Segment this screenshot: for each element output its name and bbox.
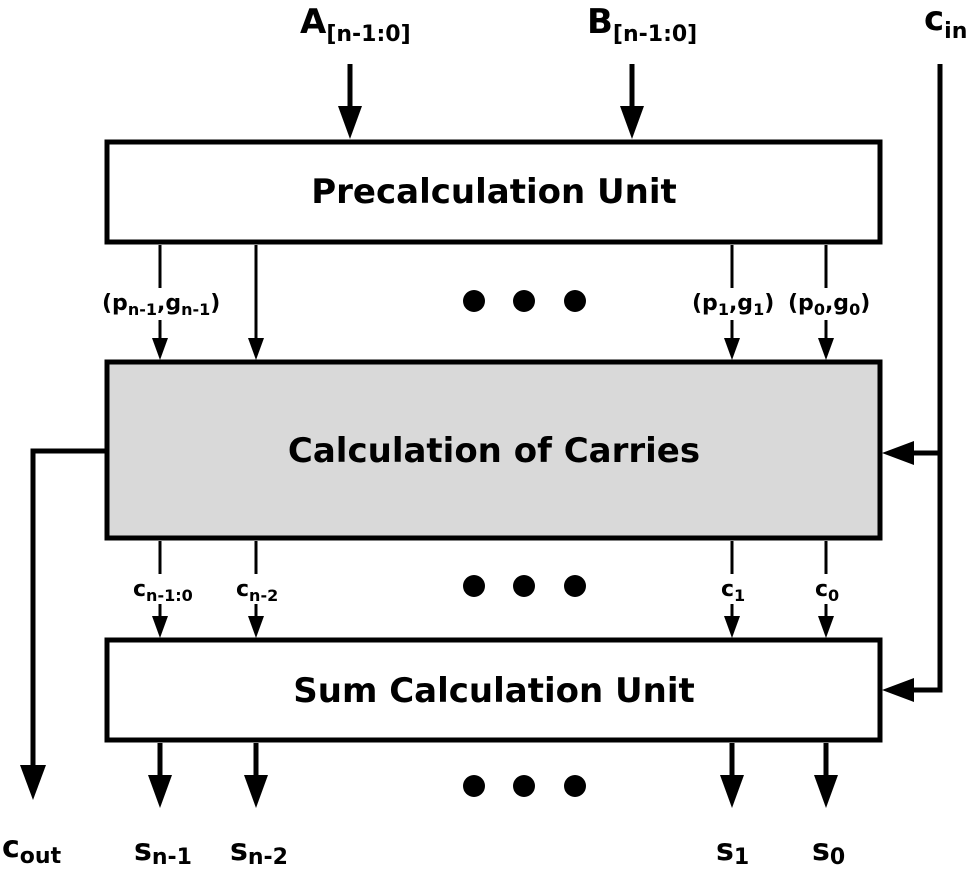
pg-label-0: (p0,g0) bbox=[788, 291, 870, 319]
carry-out-wire bbox=[30, 448, 107, 770]
pg-arrowhead-n-1 bbox=[152, 338, 168, 360]
carry-in-arrowhead-sum bbox=[882, 678, 914, 702]
pg-label-1: (p1,g1) bbox=[692, 291, 774, 319]
carry-in-arrowhead-carries bbox=[882, 441, 914, 465]
input-b-label: B[n-1:0] bbox=[587, 2, 697, 47]
sum-label-0: s0 bbox=[812, 833, 845, 870]
carry-out-arrowhead bbox=[20, 765, 46, 800]
sum-calculation-label: Sum Calculation Unit bbox=[293, 671, 695, 711]
sum-arrowhead-0 bbox=[814, 775, 838, 808]
input-a-arrowhead bbox=[338, 106, 362, 139]
ellipsis-dots-bottom bbox=[463, 775, 586, 797]
precalculation-unit-label: Precalculation Unit bbox=[311, 172, 676, 212]
pg-arrowhead-0 bbox=[818, 338, 834, 360]
carry-in-label: cin bbox=[924, 0, 967, 44]
input-b-arrowhead bbox=[620, 106, 644, 139]
carry-calculation-label: Calculation of Carries bbox=[288, 431, 700, 471]
carry-label-n-1-0: cn-1:0 bbox=[133, 577, 193, 605]
input-a-label: A[n-1:0] bbox=[300, 2, 411, 47]
carry-arrowhead-0 bbox=[818, 616, 834, 638]
sum-label-n-2: sn-2 bbox=[230, 833, 288, 870]
sum-label-1: s1 bbox=[716, 833, 749, 870]
sum-label-n-1: sn-1 bbox=[134, 833, 192, 870]
ellipsis-dots-top bbox=[463, 290, 586, 312]
carry-arrowhead-n-2 bbox=[248, 616, 264, 638]
pg-arrowhead-1 bbox=[724, 338, 740, 360]
precalculation-unit-block bbox=[104, 139, 883, 245]
carry-label-1: c1 bbox=[721, 577, 745, 605]
carry-in-wire bbox=[910, 64, 943, 693]
sum-arrowhead-n-1 bbox=[148, 775, 172, 808]
sum-output-lines bbox=[148, 743, 838, 808]
sum-calculation-block bbox=[104, 637, 883, 743]
carry-calculation-block bbox=[104, 359, 883, 541]
pg-arrowhead-n-2 bbox=[248, 338, 264, 360]
carry-arrowhead-1 bbox=[724, 616, 740, 638]
carry-out-label: cout bbox=[2, 830, 62, 869]
sum-arrowhead-1 bbox=[720, 775, 744, 808]
sum-arrowhead-n-2 bbox=[244, 775, 268, 808]
pg-label-n-1: (pn-1,gn-1) bbox=[102, 291, 220, 319]
ellipsis-dots-middle bbox=[463, 575, 586, 597]
carry-label-0: c0 bbox=[815, 577, 839, 605]
carry-arrowhead-n-1 bbox=[152, 616, 168, 638]
carry-label-n-2: cn-2 bbox=[236, 577, 278, 605]
